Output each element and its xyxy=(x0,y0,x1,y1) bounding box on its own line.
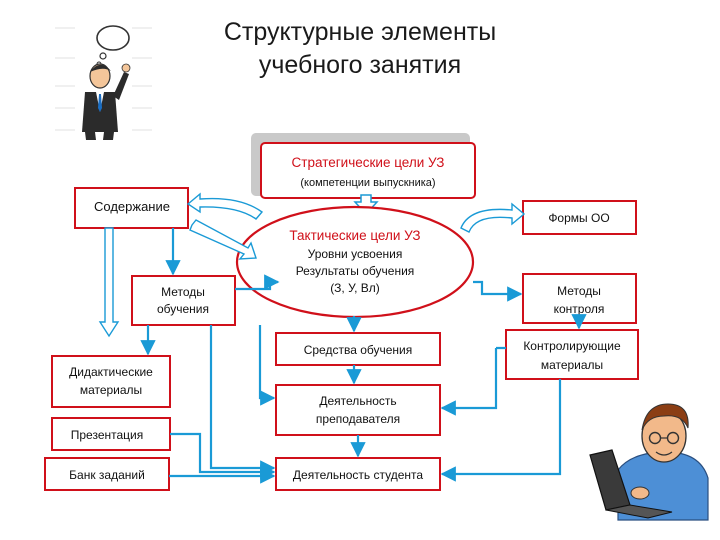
teaching-methods-box xyxy=(131,275,236,326)
control-methods-line-1: Методы xyxy=(557,284,601,298)
control-materials-line-1: Контролирующие xyxy=(523,339,621,353)
forms-box xyxy=(522,200,637,235)
teacher-activity-line-1: Деятельность xyxy=(319,394,396,408)
arrow-materials-to-student-icon xyxy=(440,379,562,482)
arrow-methods-to-tactical-icon xyxy=(235,274,280,291)
control-materials-line-2: материалы xyxy=(541,358,603,372)
arrow-content-to-didactic-icon xyxy=(98,227,120,338)
presentation-label: Презентация xyxy=(71,428,144,442)
tactical-goals-line-2: Результаты обучения xyxy=(296,264,415,278)
forms-label: Формы ОО xyxy=(548,211,609,225)
arrow-tactical-to-forms-icon xyxy=(460,202,526,233)
tactical-goals-line-1: Уровни усвоения xyxy=(308,247,403,261)
didactic-materials-line-2: материалы xyxy=(80,383,142,397)
arrow-presentation-to-student-icon xyxy=(170,432,276,480)
teaching-methods-line-1: Методы xyxy=(161,285,205,299)
arrow-methods-to-teacher-icon xyxy=(258,325,276,406)
teacher-activity-line-2: преподавателя xyxy=(316,412,400,426)
didactic-materials-box xyxy=(51,355,171,408)
control-materials-box xyxy=(505,329,639,380)
control-methods-line-2: контроля xyxy=(554,302,605,316)
arrow-tactical-to-control-methods-icon xyxy=(473,280,523,302)
tactical-goals-title: Тактические цели УЗ xyxy=(289,228,420,243)
presentation-box xyxy=(51,417,171,451)
arrow-strategic-to-content-icon xyxy=(186,192,264,220)
teaching-methods-line-2: обучения xyxy=(157,302,209,316)
arrow-content-to-tactical-icon xyxy=(189,219,257,260)
teacher-activity-box xyxy=(275,384,441,436)
content-label: Содержание xyxy=(94,199,170,214)
slide-title-line-1: Структурные элементы xyxy=(223,18,497,46)
student-activity-box xyxy=(275,457,441,491)
laptop-man-illustration xyxy=(589,403,709,521)
teaching-aids-box xyxy=(275,332,441,366)
tactical-goals-line-3: (З, У, Вл) xyxy=(330,281,380,295)
strategic-goals-box xyxy=(260,142,476,199)
strategic-goals-subtitle: (компетенции выпускника) xyxy=(300,177,435,189)
task-bank-label: Банк заданий xyxy=(69,468,145,482)
student-activity-label: Деятельность студента xyxy=(293,468,423,482)
didactic-materials-line-1: Дидактические xyxy=(69,365,153,379)
tactical-goals-ellipse xyxy=(235,205,475,319)
task-bank-box xyxy=(44,457,170,491)
slide-title-line-2: учебного занятия xyxy=(258,51,462,79)
content-box xyxy=(74,187,189,229)
thought-bubble-icon xyxy=(96,25,130,67)
arrow-materials-to-teacher-icon xyxy=(442,346,506,408)
arrow-methods-to-student-icon xyxy=(209,325,276,476)
slide-title: Структурные элементы учебного занятия xyxy=(190,16,530,82)
teaching-aids-label: Средства обучения xyxy=(304,343,413,357)
strategic-goals-title: Стратегические цели УЗ xyxy=(292,155,445,170)
thinking-man-illustration xyxy=(55,25,152,140)
